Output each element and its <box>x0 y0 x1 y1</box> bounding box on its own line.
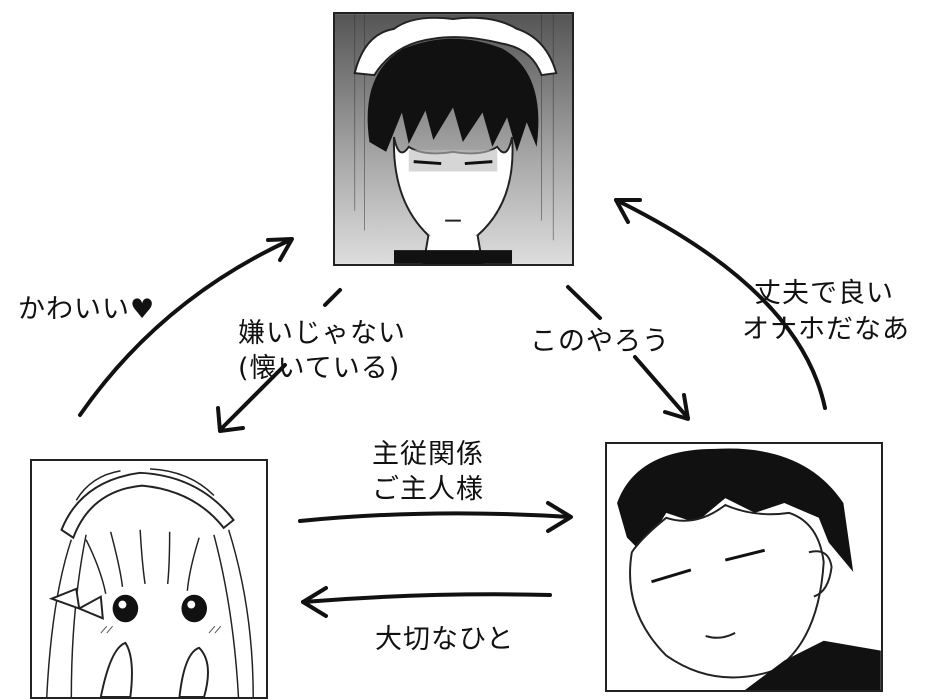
maid-girl-illustration <box>32 461 266 697</box>
master-illustration <box>607 444 881 690</box>
maid-boy-panel <box>333 12 574 266</box>
maid-girl-panel <box>30 459 268 699</box>
master-panel <box>605 442 883 692</box>
label-kirai-janai: 嫌いじゃない <box>238 318 406 349</box>
label-kono-yarou: このやろう <box>530 326 670 357</box>
label-shujuu-kankei: 主従関係 <box>372 439 484 470</box>
maid-boy-illustration <box>335 14 572 264</box>
label-onaho-danaa: オナホだなあ <box>742 314 910 345</box>
label-kawaii: かわいい♥ <box>18 294 156 325</box>
label-joubu-de-yoi: 丈夫で良い <box>754 278 894 309</box>
heart-icon: ♥ <box>130 294 156 325</box>
label-goshujinsama: ご主人様 <box>372 474 484 505</box>
label-natsuiteiru: (懐いている) <box>238 353 401 384</box>
label-taisetsu-na-hito: 大切なひと <box>375 624 515 655</box>
arrow-left-to-right <box>298 511 572 523</box>
arrow-right-to-left <box>301 592 552 604</box>
